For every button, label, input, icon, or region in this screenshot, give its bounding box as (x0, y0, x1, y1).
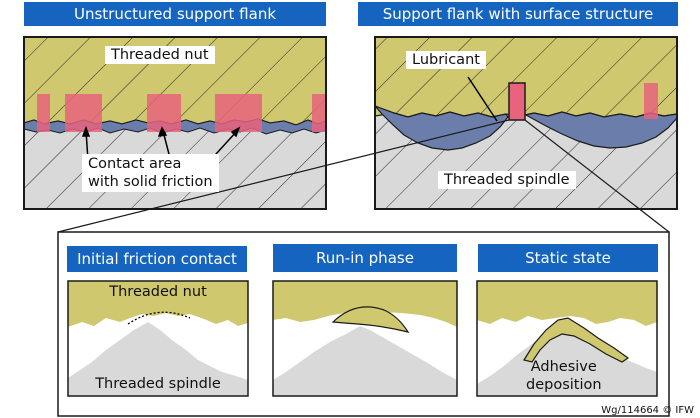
adhesive-deposition-label: Adhesive deposition (526, 358, 602, 394)
nut-label: Threaded nut (105, 46, 215, 64)
panel-unstructured-frame (23, 36, 327, 210)
nut-body (68, 281, 248, 327)
contact-area-label: Contact area with solid friction (82, 154, 219, 192)
spindle-peak (68, 322, 248, 396)
stage-nut-label: Threaded nut (109, 284, 207, 300)
contact-area-label-line2: with solid friction (88, 174, 213, 190)
contact-markers (37, 94, 326, 132)
worn-particle (331, 306, 410, 333)
spindle-peak (273, 326, 457, 396)
contact-marker (65, 94, 102, 132)
lubricant-label: Lubricant (406, 51, 486, 69)
panel-title-unstructured: Unstructured support flank (24, 2, 326, 26)
arrow-head (157, 126, 168, 137)
stage-spindle-label: Threaded spindle (95, 376, 221, 392)
stage-title-initial: Initial friction contact (67, 246, 247, 272)
panel-structured-frame (374, 36, 678, 210)
contact-marker (644, 83, 658, 119)
adhesive-label-line1: Adhesive (530, 359, 597, 375)
stage-title-runin: Run-in phase (273, 244, 457, 272)
panel-unstructured-artwork (24, 37, 326, 209)
spindle-label: Threaded spindle (438, 171, 576, 189)
contact-marker (147, 94, 181, 132)
figure-credit: Wg/114664 © IFW (601, 405, 694, 416)
panel-title-structured: Support flank with surface structure (358, 2, 678, 26)
stage-initial-artwork (67, 280, 249, 397)
zoom-line-left (57, 119, 510, 233)
arrow-head (81, 125, 91, 137)
stage-static-artwork (476, 280, 658, 397)
contact-marker (215, 94, 262, 132)
adhesive-deposit (523, 317, 630, 363)
arrow-head (230, 126, 241, 138)
stage-title-static: Static state (478, 244, 658, 272)
nut-body (477, 281, 657, 326)
adhesive-label-line2: deposition (526, 377, 602, 393)
contact-marker (37, 94, 50, 132)
stage-runin-artwork (272, 280, 458, 397)
lubricant-pocket (524, 111, 677, 149)
lubricant-pointer (467, 76, 498, 122)
nut-hatch (375, 37, 677, 117)
spindle-peak (477, 328, 657, 396)
nut-body (273, 281, 457, 327)
contact-marker-highlight (508, 82, 526, 121)
lubricant-pocket (375, 105, 509, 151)
contact-marker (312, 94, 326, 132)
zoom-line-right (524, 119, 670, 233)
contact-area-label-line1: Contact area (88, 156, 182, 172)
contact-dotted-outline (127, 311, 191, 325)
